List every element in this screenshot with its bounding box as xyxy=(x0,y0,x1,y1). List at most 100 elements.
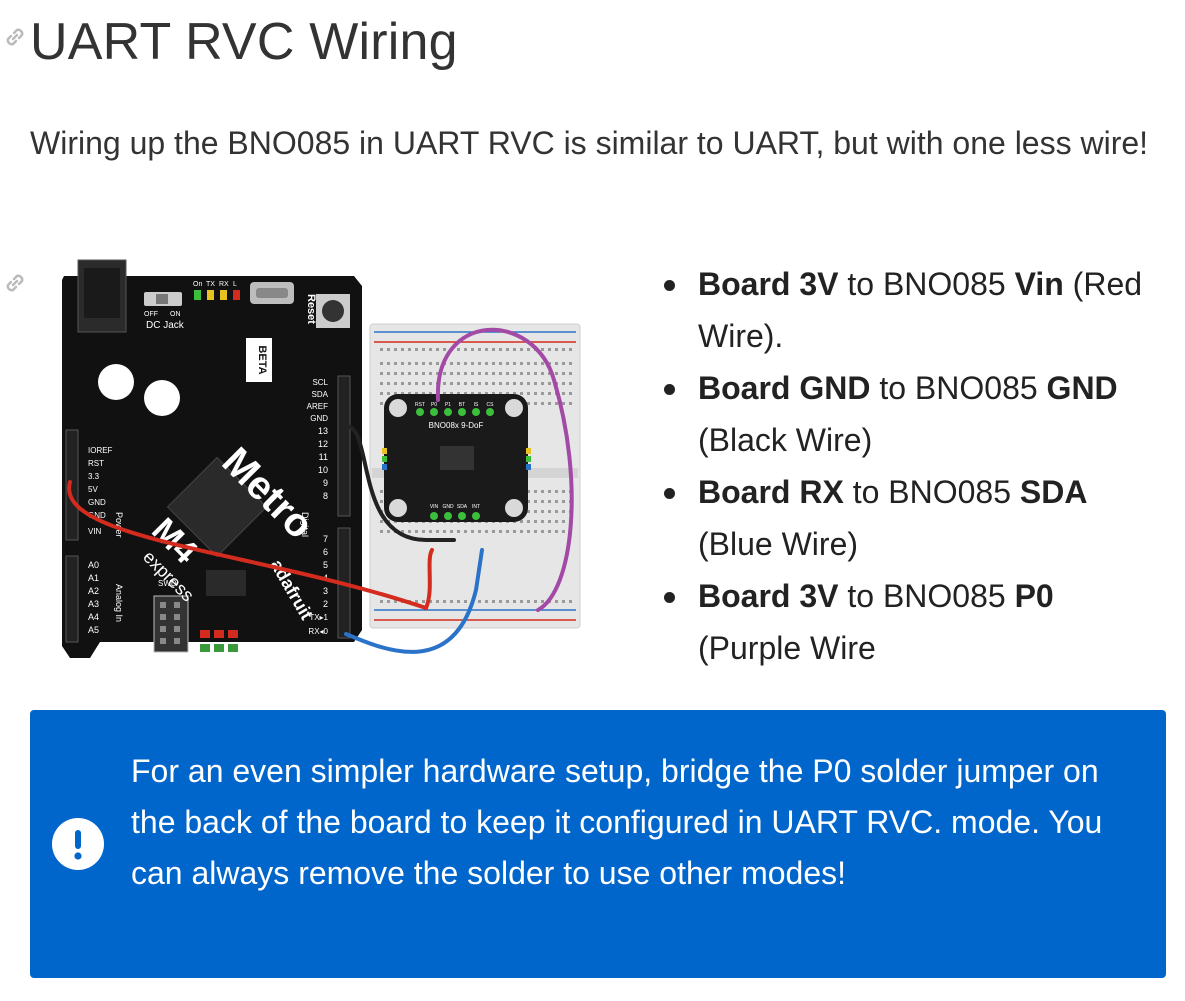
breadboard-hole xyxy=(492,600,495,603)
breadboard-hole xyxy=(534,520,537,523)
wire-note: (Black Wire) xyxy=(698,422,873,458)
breadboard-hole xyxy=(429,372,432,375)
pin-label: GND xyxy=(88,511,106,520)
breadboard-hole xyxy=(534,600,537,603)
breadboard-hole xyxy=(534,362,537,365)
breadboard-hole xyxy=(422,530,425,533)
breadboard-hole xyxy=(394,382,397,385)
sensor-pin-label: RST xyxy=(415,402,425,408)
breadboard-hole xyxy=(387,530,390,533)
breadboard-hole xyxy=(422,348,425,351)
breadboard-hole xyxy=(422,382,425,385)
breadboard-hole xyxy=(443,530,446,533)
sensor-pin-label: VIN xyxy=(430,504,439,510)
breadboard-hole xyxy=(569,348,572,351)
breadboard-hole xyxy=(464,530,467,533)
breadboard-hole xyxy=(485,530,488,533)
breadboard-hole xyxy=(478,600,481,603)
breadboard-hole xyxy=(380,500,383,503)
breadboard-hole xyxy=(527,362,530,365)
breadboard-hole xyxy=(555,348,558,351)
swd-label: SWD xyxy=(158,579,177,588)
breadboard-hole xyxy=(408,348,411,351)
breadboard-hole xyxy=(562,520,565,523)
breadboard-hole xyxy=(492,530,495,533)
breadboard-hole xyxy=(534,490,537,493)
led-rx-label: RX xyxy=(219,281,229,288)
breadboard-hole xyxy=(499,530,502,533)
anchor-link-icon[interactable] xyxy=(0,22,30,52)
pin-label: GND xyxy=(310,414,328,423)
breadboard-hole xyxy=(422,362,425,365)
breadboard-hole xyxy=(527,600,530,603)
breadboard-hole xyxy=(548,382,551,385)
breadboard-hole xyxy=(548,348,551,351)
breadboard-hole xyxy=(548,500,551,503)
pin-label: 5V xyxy=(88,485,98,494)
breadboard-hole xyxy=(562,530,565,533)
breadboard-hole xyxy=(562,348,565,351)
breadboard-hole xyxy=(471,392,474,395)
sensor-pin-label: CS xyxy=(487,402,495,408)
breadboard-hole xyxy=(478,530,481,533)
breadboard-hole xyxy=(485,600,488,603)
breadboard-hole xyxy=(450,392,453,395)
breadboard-hole xyxy=(422,392,425,395)
purple-wire xyxy=(435,327,574,612)
breadboard-hole xyxy=(387,348,390,351)
breadboard-hole xyxy=(555,362,558,365)
breadboard-hole xyxy=(527,500,530,503)
pin-label: SCL xyxy=(312,378,328,387)
intro-paragraph: Wiring up the BNO085 in UART RVC is simi… xyxy=(30,125,1149,161)
breadboard-hole xyxy=(387,600,390,603)
breadboard-hole xyxy=(457,600,460,603)
breadboard-hole xyxy=(464,392,467,395)
breadboard-hole xyxy=(380,530,383,533)
power-header-label: Power xyxy=(114,512,124,538)
breadboard-hole xyxy=(485,372,488,375)
breadboard-hole xyxy=(569,382,572,385)
pin-label: GND xyxy=(88,498,106,507)
breadboard-hole xyxy=(401,382,404,385)
breadboard-hole xyxy=(569,362,572,365)
image-anchor-link-icon[interactable] xyxy=(0,268,30,298)
breadboard-hole xyxy=(541,530,544,533)
breadboard-hole xyxy=(429,600,432,603)
breadboard-hole xyxy=(485,392,488,395)
breadboard-hole xyxy=(401,530,404,533)
breadboard-hole xyxy=(562,510,565,513)
breadboard-hole xyxy=(541,362,544,365)
callout-text: For an even simpler hardware setup, brid… xyxy=(131,753,1103,891)
breadboard-hole xyxy=(380,392,383,395)
pin-label: A4 xyxy=(88,612,99,622)
breadboard-hole xyxy=(555,600,558,603)
breadboard-hole xyxy=(457,348,460,351)
breadboard-hole xyxy=(429,530,432,533)
wire-mid: to BNO085 xyxy=(843,474,1020,510)
breadboard-hole xyxy=(443,382,446,385)
wiring-list: Board 3V to BNO085 Vin (Red Wire). Board… xyxy=(660,258,1160,674)
breadboard-hole xyxy=(527,530,530,533)
breadboard-hole xyxy=(520,520,523,523)
switch-off-label: OFF xyxy=(144,311,158,318)
digital-header-label: Digital xyxy=(300,512,310,537)
breadboard-hole xyxy=(520,362,523,365)
list-item: Board 3V to BNO085 P0 (Purple Wire xyxy=(660,570,1160,674)
breadboard-hole xyxy=(471,348,474,351)
breadboard-hole xyxy=(513,362,516,365)
breadboard-hole xyxy=(520,392,523,395)
pin-label: 13 xyxy=(318,426,328,436)
breadboard-hole xyxy=(380,348,383,351)
breadboard-hole xyxy=(534,402,537,405)
wire-note: (Purple Wire xyxy=(698,630,876,666)
pin-label: 8 xyxy=(323,491,328,501)
breadboard-hole xyxy=(527,510,530,513)
sensor-pin-label: SDA xyxy=(457,504,468,510)
breadboard-hole xyxy=(527,392,530,395)
pin-label: 10 xyxy=(318,465,328,475)
sensor-pin-label: IS xyxy=(474,402,479,408)
breadboard-hole xyxy=(548,372,551,375)
breadboard-hole xyxy=(499,348,502,351)
wire-from: Board RX xyxy=(698,474,844,510)
wire-mid: to BNO085 xyxy=(870,370,1047,406)
